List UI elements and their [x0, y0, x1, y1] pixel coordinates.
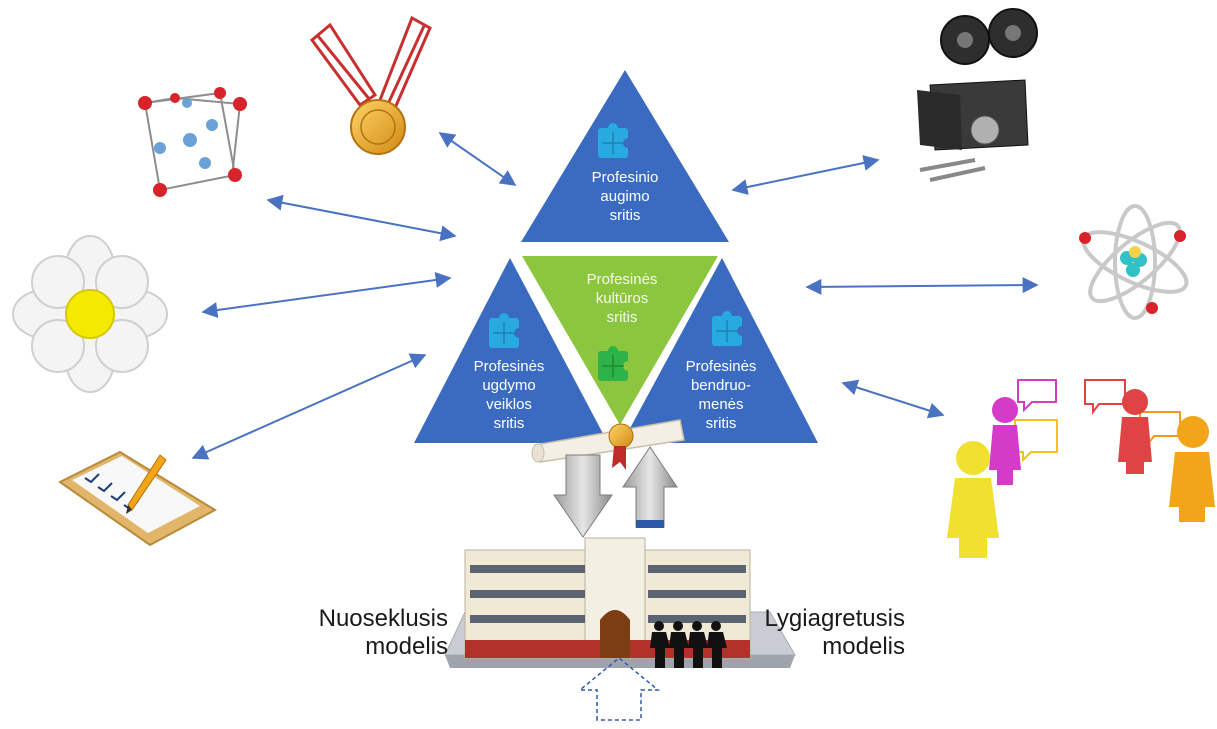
label-line: Nuoseklusis	[318, 605, 448, 632]
down-arrow	[553, 454, 613, 538]
arrow-clipboard	[191, 353, 427, 460]
film-camera-icon	[917, 8, 1038, 182]
arrow-atom	[805, 277, 1039, 295]
label-line: sritis	[606, 309, 638, 326]
puzzle-icon	[712, 311, 747, 346]
triangle-right-label: Profesinės bendruo- menės sritis	[661, 357, 781, 433]
school-building-icon	[444, 537, 796, 668]
label-line: Lygiagretusis	[764, 605, 905, 632]
people-silhouettes-icon	[650, 621, 727, 668]
triangle-professional-community	[622, 258, 818, 443]
parallel-model-label: Lygiagretusis modelis	[755, 605, 905, 661]
sequential-model-label: Nuoseklusis modelis	[308, 605, 448, 661]
label-line: modelis	[365, 633, 448, 660]
arrow-molecule	[266, 194, 457, 242]
triangle-professional-culture	[522, 256, 718, 425]
arrow-medal	[438, 132, 517, 186]
triangle-top-label: Profesinio augimo sritis	[565, 168, 685, 225]
daisy-flower-icon	[12, 235, 168, 393]
clipboard-checklist-icon	[58, 450, 218, 547]
puzzle-icon	[598, 123, 633, 158]
label-line: ugdymo	[482, 377, 536, 394]
puzzle-icon-green	[598, 346, 633, 381]
triangle-center-label: Profesinės kultūros sritis	[562, 270, 682, 327]
label-line: augimo	[600, 188, 650, 205]
atom-icon	[1079, 204, 1189, 320]
label-line: Profesinės	[685, 358, 757, 375]
label-line: Profesinės	[473, 358, 545, 375]
label-line: kultūros	[595, 290, 649, 307]
label-line: Profesinės	[586, 271, 658, 288]
dashed-up-arrow	[577, 657, 661, 721]
diploma-scroll-icon	[531, 419, 685, 470]
label-line: bendruo-	[690, 377, 752, 394]
label-line: veiklos	[486, 396, 532, 413]
triangle-professional-education	[414, 258, 608, 443]
arrow-camera	[731, 155, 880, 195]
label-line: sritis	[609, 207, 641, 224]
label-line: sritis	[705, 415, 737, 432]
up-arrow	[622, 446, 678, 528]
medal-icon	[309, 15, 432, 155]
puzzle-icon	[489, 313, 524, 348]
label-line: sritis	[493, 415, 525, 432]
label-line: menės	[698, 396, 744, 413]
molecule-cube-icon	[138, 87, 247, 197]
triangle-left-label: Profesinės ugdymo veiklos sritis	[449, 357, 569, 433]
connector-arrows	[191, 132, 1039, 460]
label-line: modelis	[822, 633, 905, 660]
arrow-people	[841, 379, 945, 419]
people-speech-bubbles-icon	[947, 379, 1215, 558]
label-line: Profesinio	[591, 169, 659, 186]
arrow-flower	[201, 272, 452, 318]
